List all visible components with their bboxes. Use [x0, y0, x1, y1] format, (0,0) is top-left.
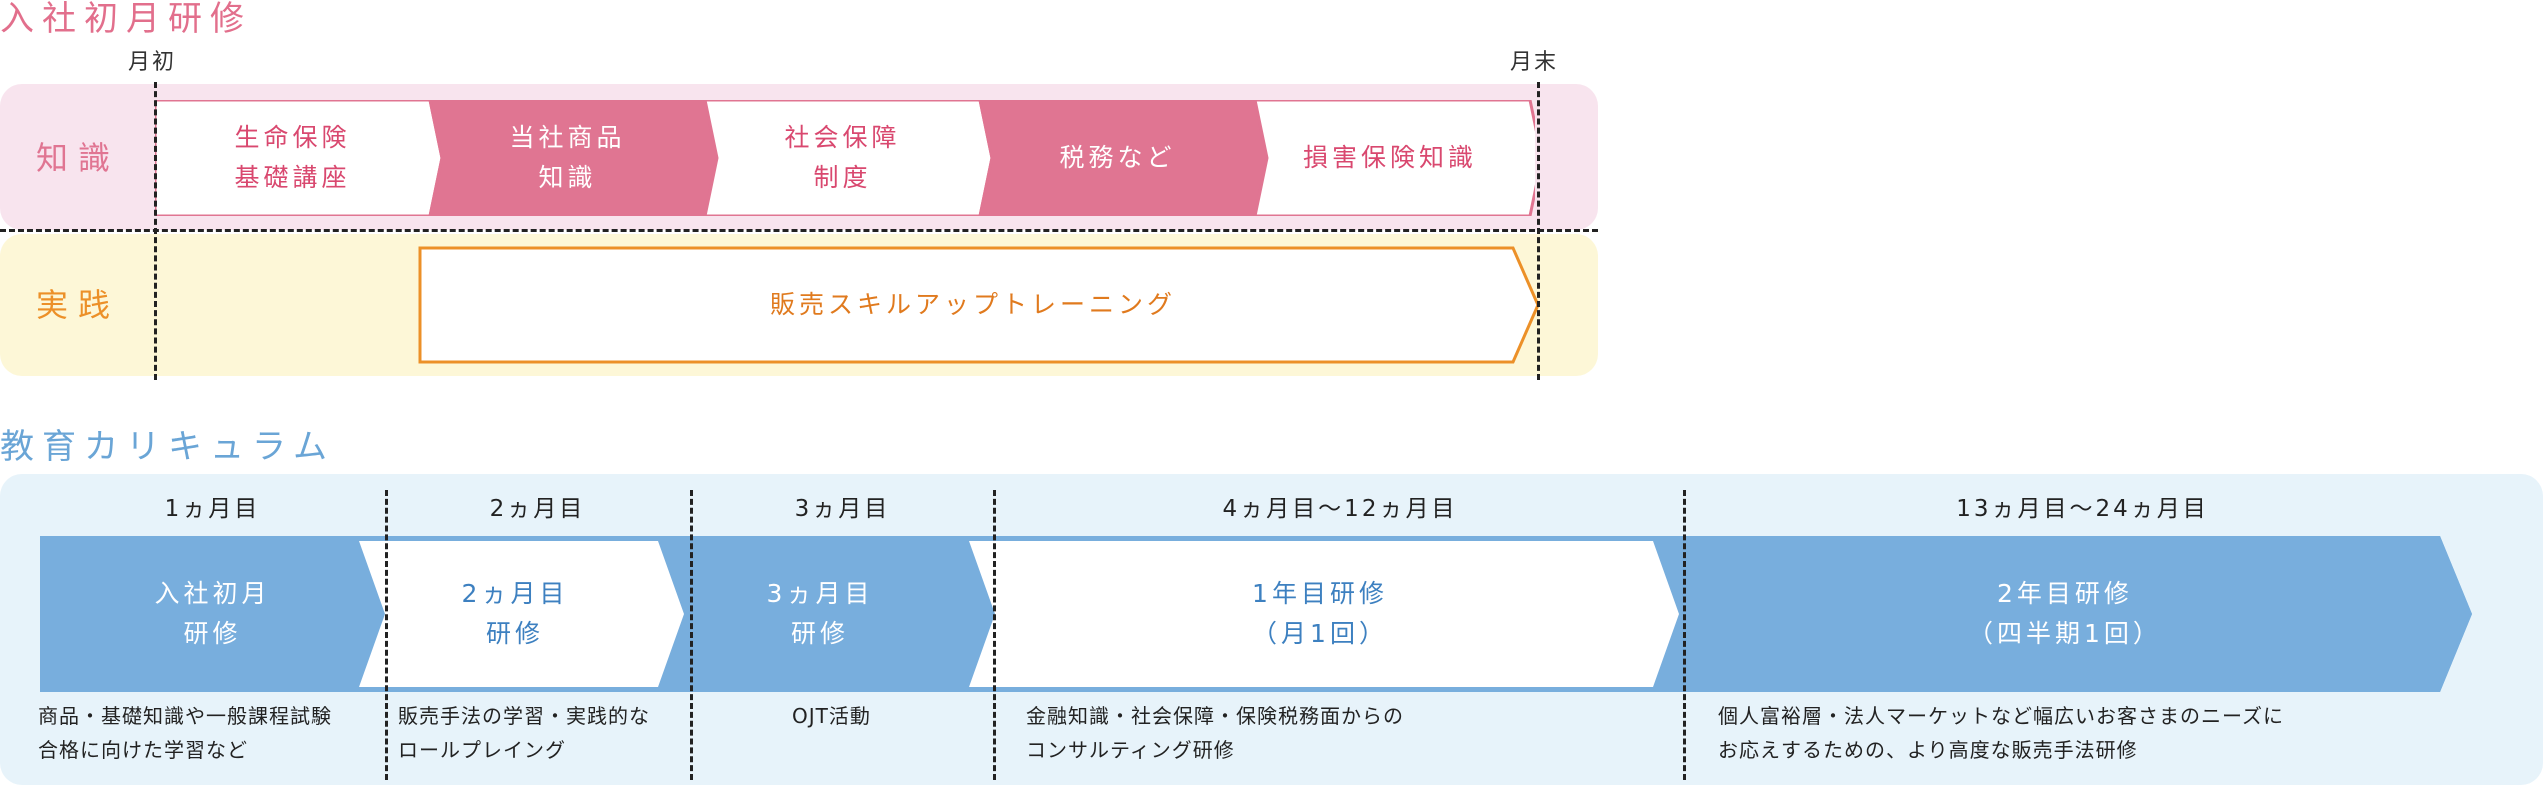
module-life-insurance-basics: 生命保険 基礎講座 [234, 123, 351, 192]
module-non-life-insurance: 損害保険知識 [1302, 143, 1477, 172]
section-title-initial-training: 入社初月研修 [0, 0, 252, 39]
phase-header-1: 1ヵ月目 [164, 496, 261, 522]
phase-divider-3 [993, 490, 996, 780]
module-chevron-5 [1253, 100, 1535, 216]
phase-header-5: 13ヵ月目〜24ヵ月目 [1956, 496, 2209, 522]
practice-label: 実践 [36, 286, 121, 324]
curriculum-arrow-diagram [40, 536, 2472, 692]
phase-header-3: 3ヵ月目 [794, 496, 891, 522]
phase-desc-1: 商品・基礎知識や一般課程試験 合格に向けた学習など [38, 704, 332, 762]
module-taxation: 税務など [1059, 143, 1176, 172]
phase-header-2: 2ヵ月目 [489, 496, 586, 522]
phase-desc-2: 販売手法の学習・実践的な ロールプレイング [398, 704, 650, 762]
module-chevron-2 [428, 100, 719, 216]
module-chevron-3 [703, 100, 994, 216]
module-chevron-4 [978, 100, 1269, 216]
module-company-products: 当社商品 知識 [509, 123, 626, 192]
phase-label-1: 入社初月 研修 [154, 579, 271, 648]
phase-divider-4 [1683, 490, 1686, 780]
phase-divider-1 [385, 490, 388, 780]
curriculum-arrow-2 [359, 541, 684, 687]
phase-desc-3: OJT活動 [792, 704, 871, 728]
phase-header-4: 4ヵ月目〜12ヵ月目 [1222, 496, 1458, 522]
knowledge-practice-divider [0, 229, 1598, 232]
phase-label-5: 2年目研修 （四半期1回） [1968, 579, 2162, 648]
phase-label-3: 3ヵ月目 研修 [766, 579, 874, 648]
phase-desc-5: 個人富裕層・法人マーケットなど幅広いお客さまのニーズに お応えするための、より高… [1718, 704, 2284, 762]
curriculum-arrow-5 [1653, 536, 2472, 692]
practice-arrow [418, 246, 1540, 364]
section-title-curriculum: 教育カリキュラム [0, 427, 335, 467]
month-start-label: 月初 [128, 50, 177, 75]
phase-desc-4: 金融知識・社会保障・保険税務面からの コンサルティング研修 [1026, 704, 1404, 762]
practice-training-label: 販売スキルアップトレーニング [769, 290, 1176, 319]
module-social-security: 社会保障 制度 [784, 123, 901, 192]
knowledge-modules-diagram [155, 100, 1535, 216]
phase-label-4: 1年目研修 （月1回） [1252, 579, 1388, 648]
curriculum-arrow-1 [40, 536, 385, 692]
month-end-label: 月末 [1510, 50, 1559, 75]
knowledge-label: 知識 [36, 139, 121, 177]
phase-label-2: 2ヵ月目 研修 [461, 579, 569, 648]
curriculum-arrow-3 [658, 536, 995, 692]
phase-divider-2 [690, 490, 693, 780]
curriculum-arrow-4 [969, 541, 1679, 687]
